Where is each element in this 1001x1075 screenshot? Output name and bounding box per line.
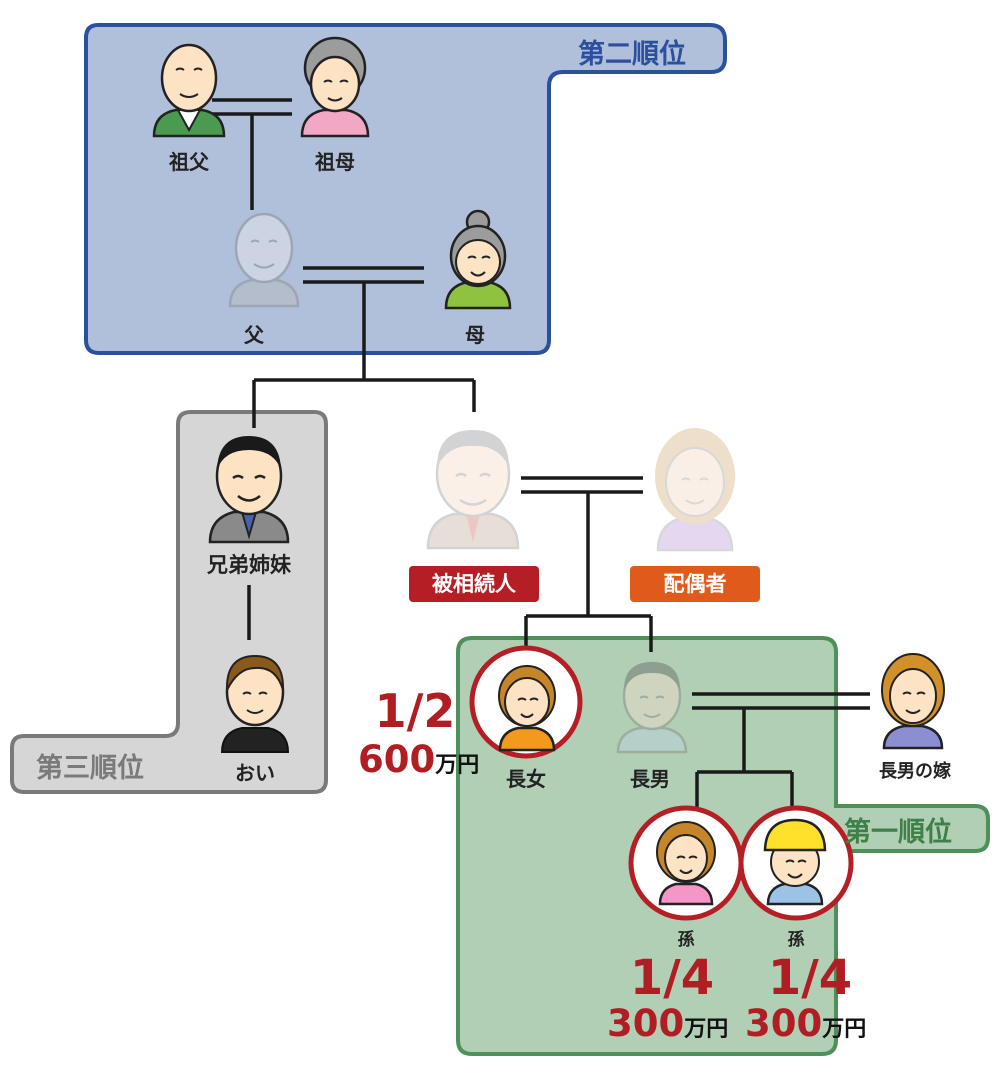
second-rank-region: [84, 23, 727, 355]
elderly-woman-icon: [444, 209, 512, 310]
grandchild-1-share-amount: 300万円: [607, 1002, 728, 1045]
elderly-man-icon: [152, 43, 226, 138]
first-rank-label: 第一順位: [844, 817, 952, 848]
grandchild-1-label: 孫: [677, 930, 695, 950]
grandchild-1-share-fraction: 1/4: [629, 950, 715, 1006]
grandchild-2-share-amount: 300万円: [745, 1002, 866, 1045]
student-boy-icon: [220, 654, 290, 753]
girl-icon: [498, 665, 556, 752]
father-label: 父: [244, 323, 264, 347]
mother-label: 母: [465, 323, 485, 347]
elderly-man-faded-icon: [228, 212, 300, 308]
nephew-label: おい: [235, 761, 275, 785]
eldest-son-wife-label: 長男の嫁: [879, 761, 951, 782]
siblings-label: 兄弟姉妹: [207, 553, 291, 577]
amount-unit: 万円: [435, 753, 480, 778]
amount-value: 300: [607, 1002, 685, 1045]
eldest-son-label: 長男: [630, 767, 670, 791]
third-rank-label: 第三順位: [36, 753, 144, 784]
decedent-tag: 被相続人: [409, 566, 539, 602]
man-faded-icon: [426, 430, 520, 550]
grandmother-label: 祖母: [315, 150, 355, 174]
boy-with-helmet-icon: [763, 818, 827, 906]
woman-icon: [881, 653, 945, 750]
grandfather-label: 祖父: [169, 150, 209, 174]
eldest-daughter-label: 長女: [506, 767, 546, 791]
elderly-woman-icon: [300, 36, 370, 138]
spouse-tag: 配偶者: [630, 566, 760, 602]
eldest-daughter-share-amount: 600万円: [358, 738, 479, 781]
grandchild-2-label: 孫: [787, 930, 805, 950]
woman-faded-icon: [655, 428, 735, 552]
family-lines: [212, 98, 870, 808]
amount-value: 300: [745, 1002, 823, 1045]
businessman-icon: [208, 436, 290, 544]
grandchild-2-share-fraction: 1/4: [767, 950, 853, 1006]
eldest-daughter-share-fraction: 1/2: [374, 684, 456, 738]
second-rank-label: 第二順位: [578, 39, 686, 70]
amount-unit: 万円: [684, 1017, 729, 1042]
amount-value: 600: [358, 738, 436, 781]
amount-unit: 万円: [822, 1017, 867, 1042]
little-girl-icon: [656, 821, 716, 906]
man-faded-icon: [616, 661, 688, 754]
